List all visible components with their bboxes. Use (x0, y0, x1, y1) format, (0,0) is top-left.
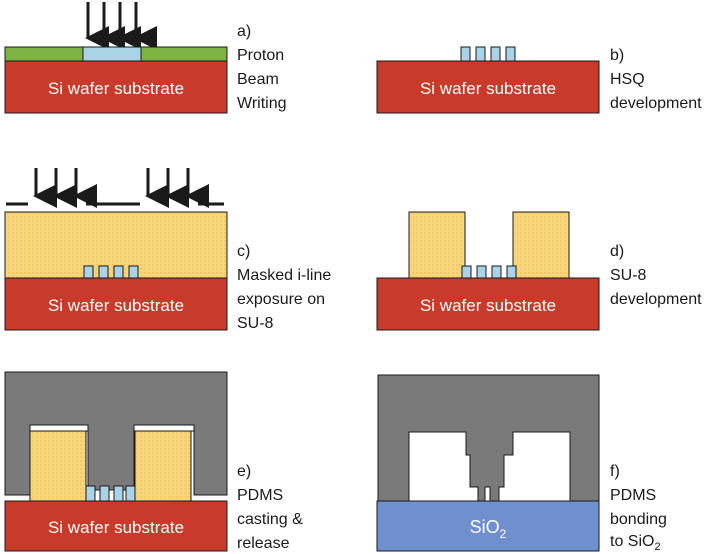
caption-line: release (237, 535, 290, 552)
proton-beam-arrows (85, 2, 157, 50)
caption-b: b) HSQ development (610, 47, 702, 112)
hsq-pillar (490, 46, 501, 62)
panel-c: Si wafer substrate c) Masked i-line expo… (4, 168, 331, 332)
hsq-pillar (85, 485, 96, 502)
substrate-label: SiO2 (470, 517, 507, 541)
substrate-label: Si wafer substrate (48, 518, 184, 537)
panel-f: SiO2 f) PDMS bonding to SiO2 (376, 374, 667, 553)
exposed-region (82, 46, 142, 62)
release-gap (133, 424, 195, 432)
si-substrate (4, 277, 228, 331)
hsq-pillar (460, 46, 471, 62)
sio2-substrate (376, 500, 600, 552)
caption-line: PDMS (237, 487, 283, 504)
caption-line: Beam (237, 71, 279, 88)
caption-line: b) (610, 47, 624, 64)
si-substrate (4, 60, 228, 114)
hsq-pillar (506, 265, 517, 279)
panel-e: Si wafer substrate e) PDMS casting & rel… (4, 371, 303, 552)
uv-arrows (33, 168, 209, 208)
substrate-label: Si wafer substrate (420, 296, 556, 315)
pdms-mold (377, 374, 600, 502)
panel-a: Si wafer substrate a) Proton Beam Writin… (4, 2, 287, 114)
caption-line: development (610, 95, 702, 112)
caption-line: Proton (237, 47, 284, 64)
panel-d: Si wafer substrate d) SU-8 development (376, 211, 702, 331)
caption-line: HSQ (610, 71, 645, 88)
caption-d: d) SU-8 development (610, 243, 702, 308)
caption-line: development (610, 291, 702, 308)
hsq-pillar (476, 265, 487, 279)
caption-line: d) (610, 243, 624, 260)
hsq-pillar (99, 485, 110, 502)
caption-line: f) (610, 463, 620, 480)
caption-f: f) PDMS bonding to SiO2 (610, 463, 667, 553)
hsq-pillar (113, 485, 124, 502)
caption-line: casting & (237, 511, 303, 528)
su8-block-left (29, 430, 87, 502)
si-substrate (376, 60, 600, 114)
caption-line: Masked i-line (237, 267, 331, 284)
hsq-structures (461, 265, 517, 279)
caption-e: e) PDMS casting & release (237, 463, 303, 552)
panel-b: Si wafer substrate b) HSQ development (376, 46, 702, 114)
caption-line: PDMS (610, 487, 656, 504)
caption-line: SU-8 (610, 267, 647, 284)
caption-line: to SiO2 (610, 533, 661, 553)
hsq-pillar (83, 265, 94, 279)
hsq-pillar (475, 46, 486, 62)
su8-block-left (408, 211, 466, 279)
su8-block-right (134, 430, 192, 502)
caption-line: Writing (237, 95, 287, 112)
caption-line: e) (237, 463, 251, 480)
caption-a: a) Proton Beam Writing (237, 23, 287, 112)
su8-block-right (512, 211, 570, 279)
caption-line: exposure on (237, 291, 325, 308)
si-substrate (4, 500, 228, 552)
hsq-pillar (113, 265, 124, 279)
hsq-pillar (128, 265, 139, 279)
caption-line: bonding (610, 511, 667, 528)
caption-line: a) (237, 23, 251, 40)
hsq-pillar (461, 265, 472, 279)
substrate-label: Si wafer substrate (48, 79, 184, 98)
hsq-structures (460, 46, 516, 62)
substrate-label: Si wafer substrate (48, 296, 184, 315)
substrate-label: Si wafer substrate (420, 79, 556, 98)
hsq-pillar (491, 265, 502, 279)
hsq-pillar (505, 46, 516, 62)
si-substrate (376, 277, 600, 331)
hsq-pillar (98, 265, 109, 279)
caption-line: SU-8 (237, 315, 274, 332)
release-gap (29, 424, 89, 432)
caption-line: c) (237, 243, 250, 260)
hsq-pillar (125, 485, 136, 502)
caption-c: c) Masked i-line exposure on SU-8 (237, 243, 331, 332)
